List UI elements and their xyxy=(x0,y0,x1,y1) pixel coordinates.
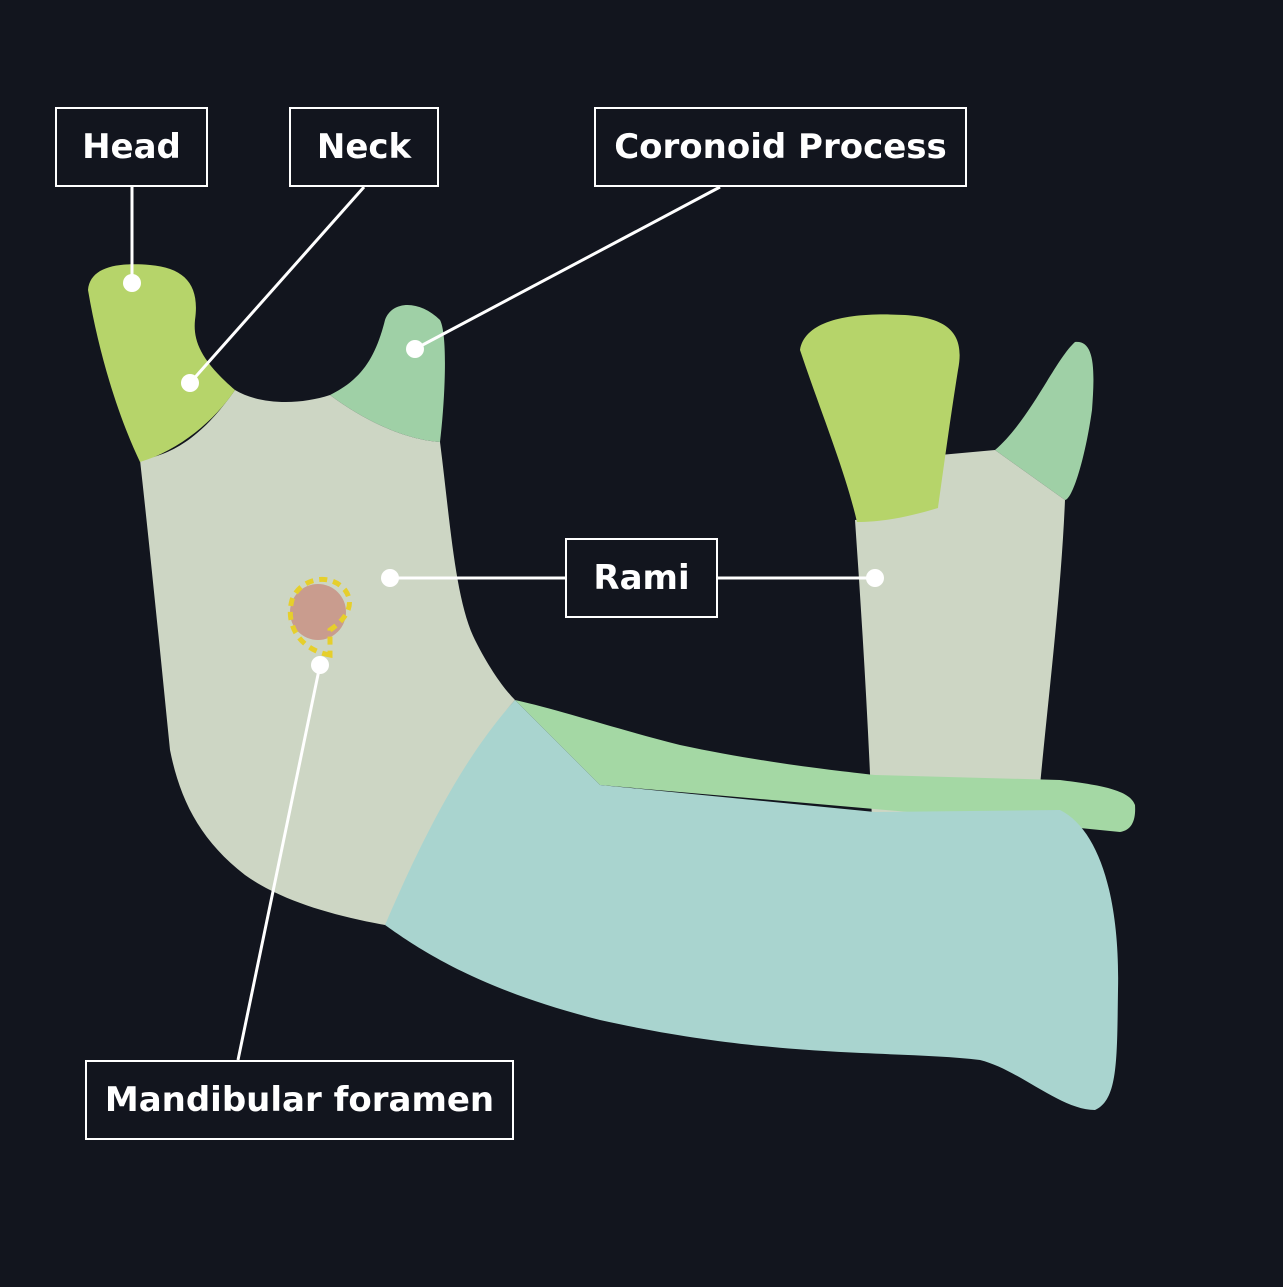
coronoid-process-label: Coronoid Process xyxy=(594,107,967,187)
foramen-leader-line xyxy=(236,664,322,1061)
neck-leader-line xyxy=(188,186,366,384)
left-condyle-region xyxy=(88,264,235,462)
head-pointer-dot xyxy=(123,274,141,292)
foramen-outline xyxy=(287,577,352,658)
mandible-body xyxy=(385,700,1136,1110)
leader-lines xyxy=(130,185,875,1061)
coronoid-leader-line xyxy=(414,185,721,351)
pointer-dots xyxy=(123,274,884,674)
rami-label: Rami xyxy=(565,538,718,618)
neck-label: Neck xyxy=(289,107,439,187)
rami-right-pointer-dot xyxy=(866,569,884,587)
right-coronoid-region xyxy=(995,341,1094,500)
rami-left-pointer-dot xyxy=(381,569,399,587)
coronoid-pointer-dot xyxy=(406,340,424,358)
body-region xyxy=(385,700,1119,1110)
left-coronoid-region xyxy=(330,305,445,442)
left-ramus-region xyxy=(140,390,515,925)
mandibular-foramen-label: Mandibular foramen xyxy=(85,1060,514,1140)
alveolar-region xyxy=(515,700,1136,832)
mandibular-foramen xyxy=(287,577,352,658)
foramen-pointer-dot xyxy=(311,656,329,674)
left-ramus xyxy=(88,264,515,925)
head-label: Head xyxy=(55,107,208,187)
right-condyle-region xyxy=(800,314,960,522)
neck-pointer-dot xyxy=(181,374,199,392)
